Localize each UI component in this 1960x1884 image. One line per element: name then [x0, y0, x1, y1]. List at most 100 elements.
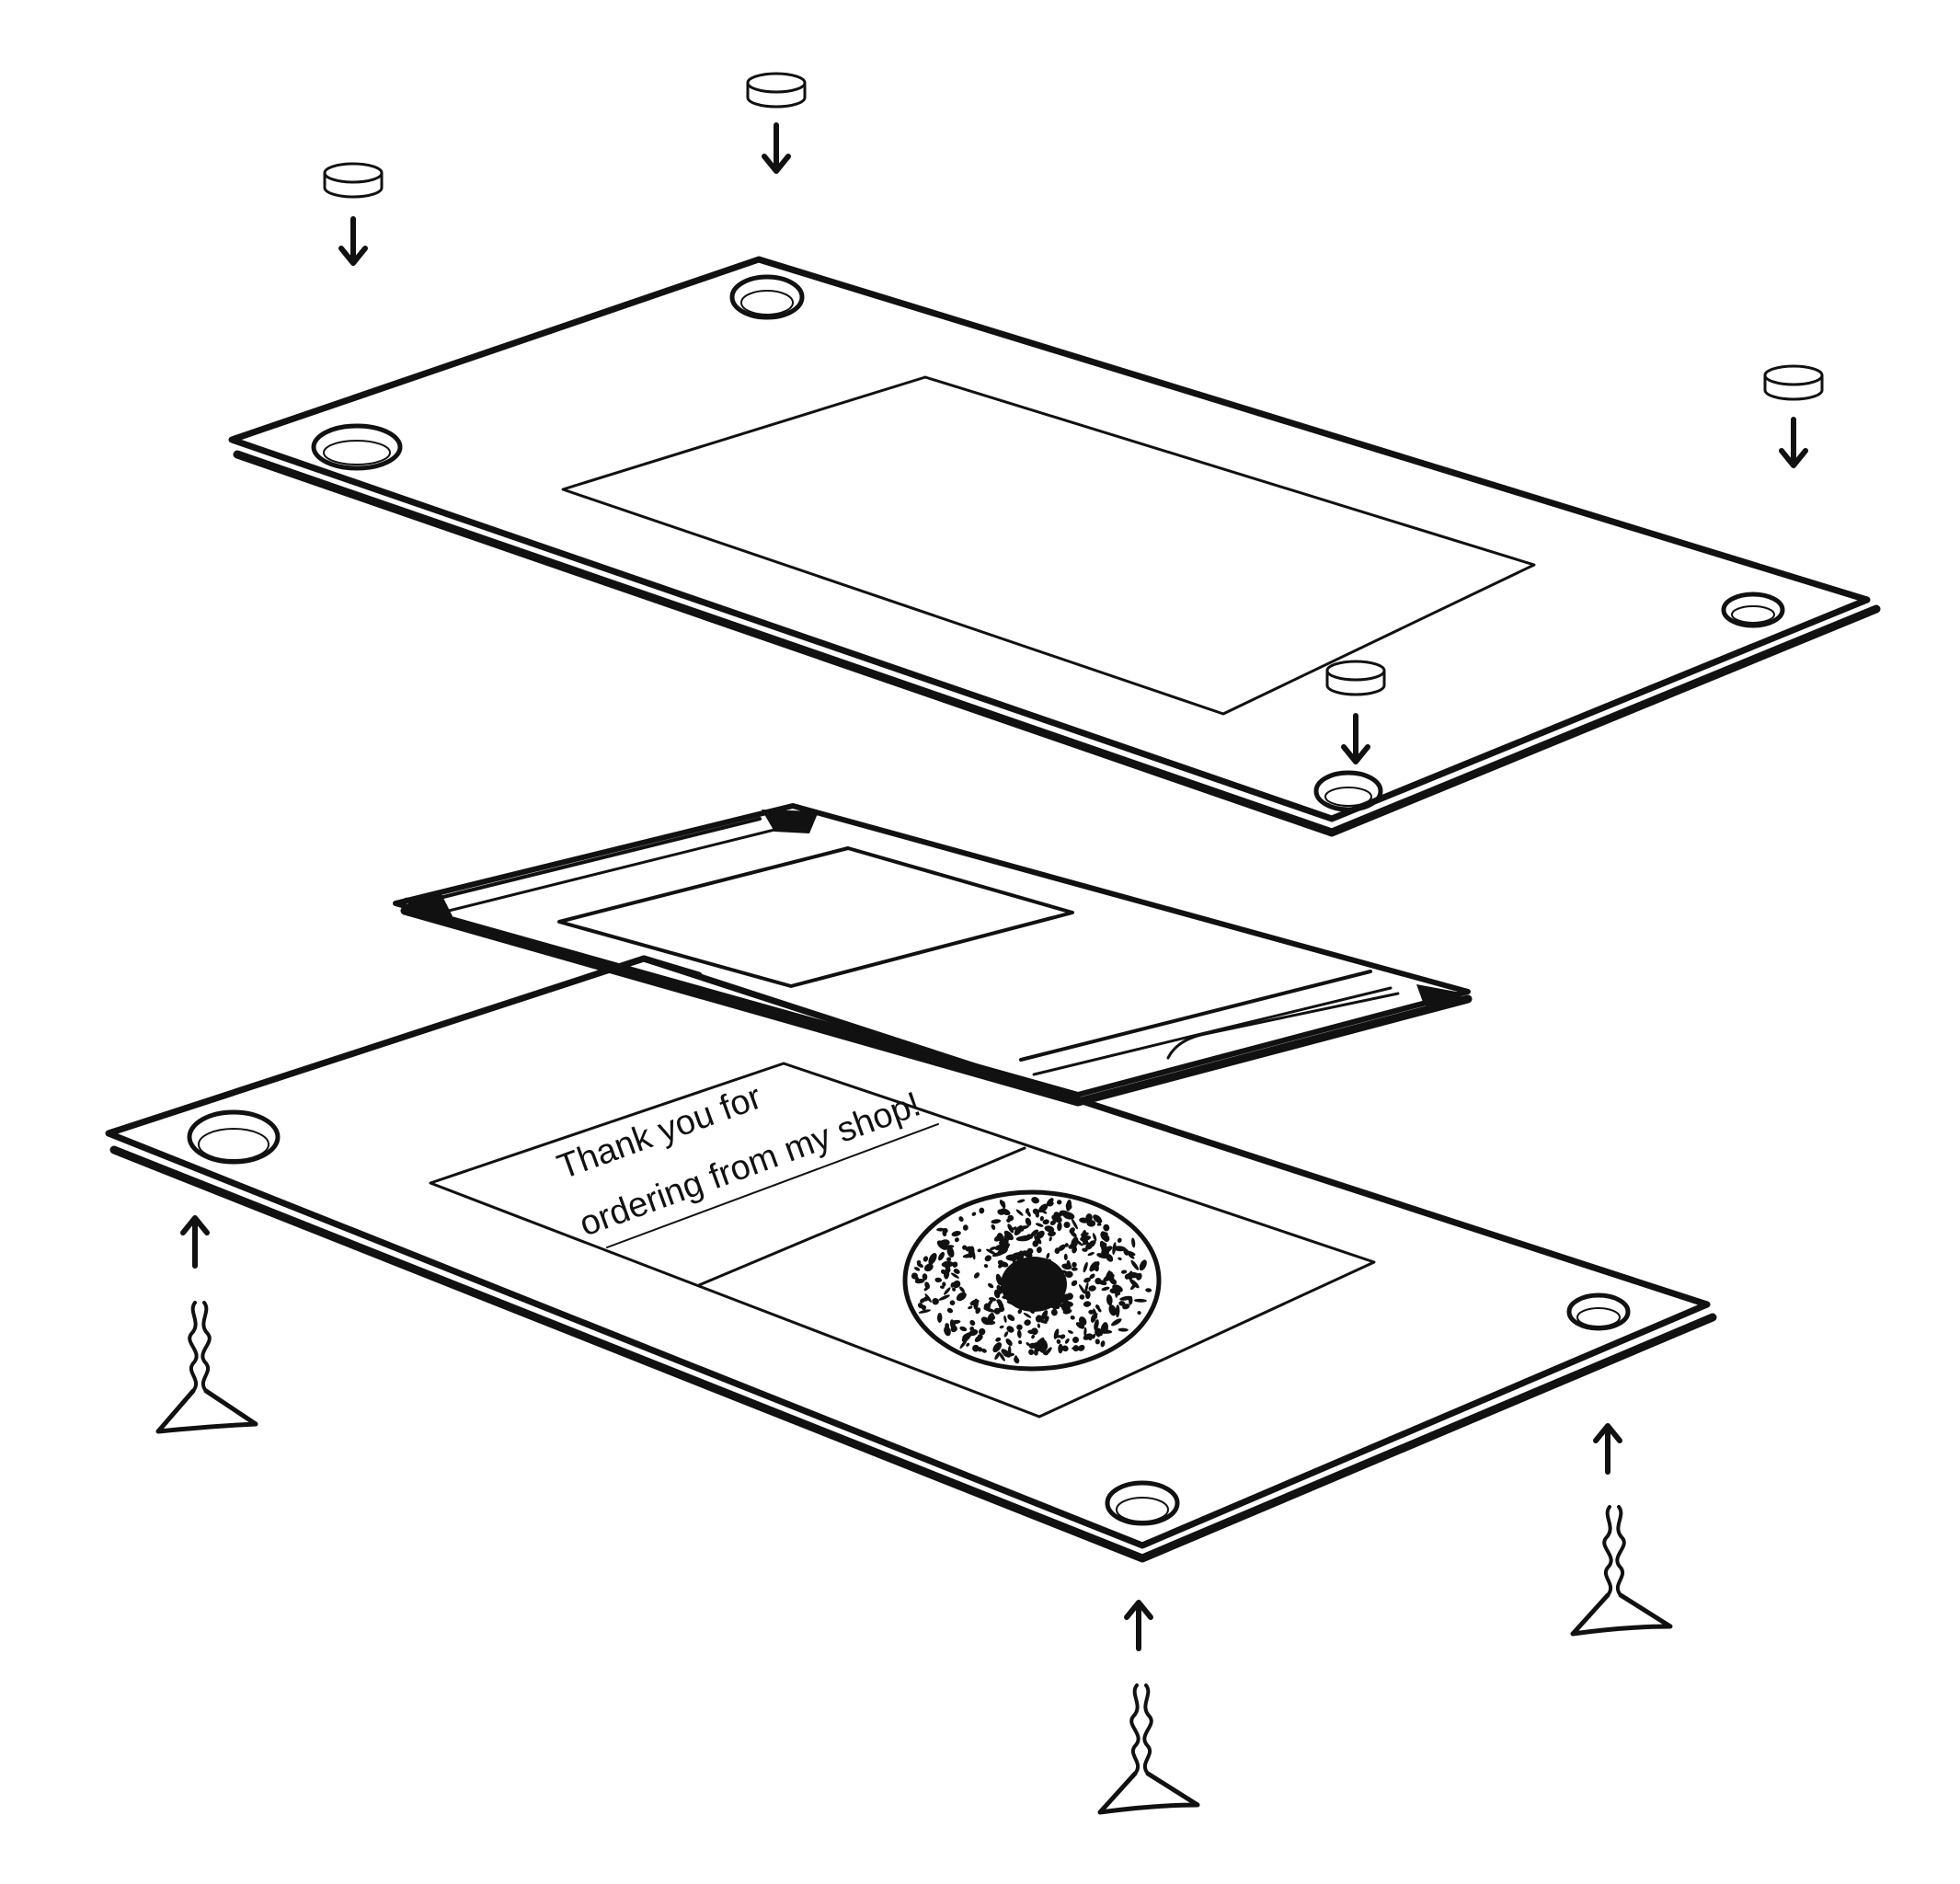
speckle-dot — [1048, 1231, 1056, 1237]
speckle-dot — [959, 1339, 968, 1350]
bumper-pad-icon — [1325, 660, 1386, 696]
speckle-dot — [1056, 1338, 1061, 1344]
speckle-dot — [1042, 1219, 1049, 1225]
top-plate-edge — [233, 450, 1881, 837]
arrow-down-icon — [762, 122, 791, 174]
speckle-dot — [1072, 1337, 1079, 1343]
speckle-dot — [1088, 1336, 1093, 1341]
hole-icon — [1566, 1292, 1631, 1331]
speckle-dot — [975, 1307, 981, 1315]
speckle-dot — [1064, 1338, 1070, 1344]
speckle-dot — [1128, 1270, 1133, 1281]
speckle-dot — [956, 1292, 967, 1302]
speckle-dot — [920, 1298, 925, 1304]
speckle-dot — [1106, 1294, 1113, 1306]
speckle-dot — [969, 1299, 980, 1306]
speckle-dot — [1015, 1209, 1024, 1216]
speckle-dot — [1001, 1243, 1010, 1254]
speckle-dot — [1024, 1319, 1031, 1327]
emblem-center-dot — [1001, 1257, 1067, 1312]
speckle-dot — [946, 1246, 955, 1258]
speckle-dot — [1005, 1338, 1013, 1347]
speckle-dot — [1130, 1259, 1140, 1270]
speckle-dot — [1049, 1220, 1056, 1226]
speckle-dot — [1125, 1250, 1136, 1257]
speckle-dot — [922, 1273, 928, 1281]
speckle-dot — [994, 1351, 1001, 1361]
speckle-dot — [1028, 1349, 1035, 1356]
top-plate — [228, 256, 1881, 837]
speckle-dot — [969, 1319, 976, 1327]
speckle-dot — [1085, 1213, 1093, 1223]
hole-icon — [187, 1109, 281, 1165]
speckle-dot — [1108, 1304, 1117, 1316]
speckle-dot — [954, 1237, 959, 1243]
hole-icon — [1105, 1480, 1180, 1526]
speckle-dot — [959, 1326, 968, 1332]
business-card: Thank you for ordering from my shop! — [429, 1062, 1376, 1419]
speckle-dot — [936, 1227, 946, 1232]
speckle-dot — [1060, 1334, 1066, 1339]
speckle-dot — [1063, 1222, 1071, 1228]
speckle-dot — [997, 1299, 1004, 1312]
speckle-dot — [1026, 1234, 1034, 1240]
speckle-dot — [1003, 1331, 1009, 1338]
speckle-dot — [997, 1209, 1004, 1215]
qr-code-emblem — [902, 1189, 1162, 1372]
speckle-dot — [1133, 1298, 1147, 1303]
speckle-dot — [1053, 1304, 1060, 1310]
speckle-dot — [911, 1272, 918, 1280]
speckle-dot — [1092, 1261, 1100, 1270]
speckle-dot — [936, 1313, 943, 1323]
speckle-dot — [1103, 1223, 1110, 1232]
speckle-dot — [1084, 1281, 1089, 1294]
speckle-dot — [1091, 1240, 1096, 1245]
speckle-dot — [1058, 1343, 1063, 1354]
frame-outline — [393, 803, 1471, 1097]
speckle-dot — [932, 1297, 939, 1305]
speckle-dot — [1040, 1310, 1049, 1321]
speckle-dot — [946, 1257, 952, 1262]
speckle-dot — [1111, 1318, 1122, 1327]
speckle-dot — [1092, 1233, 1097, 1242]
speckle-dot — [1032, 1208, 1040, 1215]
speckle-dot — [983, 1264, 989, 1269]
bumper-pad-icon — [746, 72, 807, 109]
speckle-dot — [1090, 1313, 1097, 1323]
speckle-dot — [1017, 1308, 1023, 1315]
speckle-dot — [1096, 1223, 1102, 1226]
speckle-dot — [1002, 1200, 1006, 1210]
speckle-dot — [1100, 1340, 1106, 1348]
speckle-dot — [1064, 1243, 1069, 1247]
speckle-dot — [962, 1245, 968, 1250]
speckle-dot — [1003, 1315, 1007, 1323]
screw-icon — [1570, 1505, 1673, 1637]
speckle-dot — [1025, 1217, 1032, 1226]
speckle-dot — [988, 1297, 997, 1302]
speckle-dot — [1018, 1340, 1023, 1345]
speckle-dot — [942, 1281, 946, 1287]
speckle-dot — [1062, 1212, 1075, 1220]
speckle-dot — [1023, 1312, 1032, 1318]
speckle-dot — [1050, 1308, 1058, 1316]
speckle-dot — [1030, 1229, 1039, 1237]
speckle-dot — [1007, 1223, 1014, 1234]
speckle-dot — [978, 1327, 986, 1336]
speckle-dot — [1118, 1257, 1122, 1261]
speckle-dot — [916, 1260, 922, 1265]
speckle-dot — [1061, 1345, 1069, 1352]
bumper-pads — [323, 72, 1824, 696]
speckle-dot — [1065, 1199, 1072, 1212]
speckle-dot — [1082, 1247, 1088, 1252]
arrow-up-icon — [180, 1215, 210, 1269]
speckle-dot — [981, 1348, 987, 1353]
hole-icon — [729, 274, 805, 320]
speckle-dot — [972, 1344, 980, 1352]
frame-corner-left — [405, 894, 453, 918]
speckle-dot — [1094, 1319, 1099, 1331]
speckle-dot — [1016, 1329, 1022, 1338]
speckle-dot — [1071, 1218, 1078, 1230]
speckle-dot — [923, 1256, 929, 1262]
down-arrows — [338, 122, 1808, 764]
speckle-dot — [938, 1251, 945, 1261]
